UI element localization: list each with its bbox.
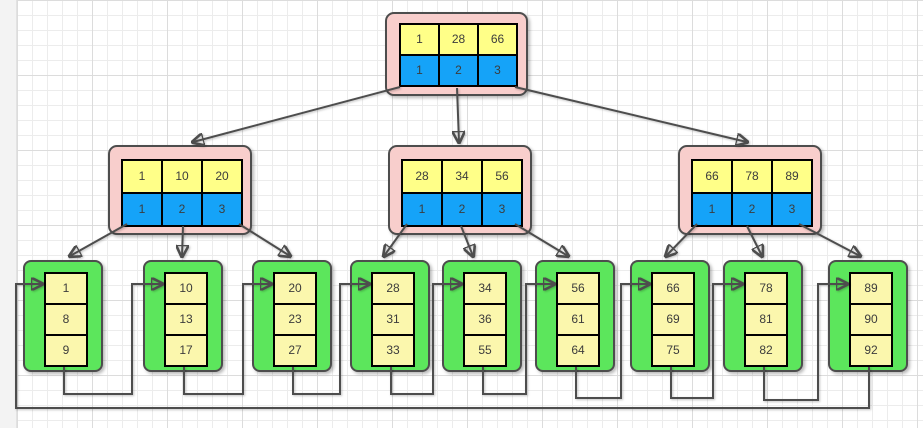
edge-leaf-6-to-leaf-7[interactable] — [670, 284, 742, 399]
key-cell[interactable]: 34 — [441, 159, 483, 194]
internal-key-row: 1 10 20 — [121, 159, 250, 194]
record-cell[interactable]: 28 — [371, 272, 415, 305]
record-cell[interactable]: 17 — [164, 334, 208, 367]
record-cell[interactable]: 23 — [273, 303, 317, 336]
pointer-cell[interactable]: 1 — [401, 192, 443, 227]
edge-root-to-internal-0[interactable] — [193, 86, 401, 142]
internal-key-row: 66 78 89 — [691, 159, 820, 194]
internal-pointer-row: 1 2 3 — [121, 192, 250, 227]
pointer-cell[interactable]: 2 — [161, 192, 203, 227]
key-cell[interactable]: 1 — [121, 159, 163, 194]
key-cell[interactable]: 1 — [399, 23, 440, 56]
leaf-node-6[interactable]: 66 69 75 — [630, 260, 710, 372]
edge-root-to-internal-2[interactable] — [514, 86, 747, 142]
edge-leaf-3-to-leaf-4[interactable] — [390, 284, 461, 395]
leaf-node-0[interactable]: 1 8 9 — [23, 260, 103, 372]
record-cell[interactable]: 92 — [849, 334, 893, 367]
edge-internal-0-to-leaf-0[interactable] — [70, 223, 128, 256]
record-cell[interactable]: 64 — [556, 334, 600, 367]
record-cell[interactable]: 61 — [556, 303, 600, 336]
edge-leaf-1-to-leaf-2[interactable] — [183, 284, 271, 395]
leaf-node-8[interactable]: 89 90 92 — [828, 260, 908, 372]
key-cell[interactable]: 56 — [481, 159, 523, 194]
leaf-node-3[interactable]: 28 31 33 — [350, 260, 430, 372]
key-cell[interactable]: 66 — [691, 159, 733, 194]
leaf-node-2[interactable]: 20 23 27 — [252, 260, 332, 372]
edge-internal-1-to-leaf-4[interactable] — [460, 225, 473, 256]
leaf-node-1[interactable]: 10 13 17 — [143, 260, 223, 372]
pointer-cell[interactable]: 2 — [438, 54, 479, 87]
record-cell[interactable]: 31 — [371, 303, 415, 336]
root-pointer-row: 1 2 3 — [399, 54, 526, 87]
root-key-row: 1 28 66 — [399, 23, 526, 56]
internal-key-row: 28 34 56 — [401, 159, 530, 194]
key-cell[interactable]: 66 — [477, 23, 518, 56]
record-cell[interactable]: 36 — [463, 303, 507, 336]
pointer-cell[interactable]: 1 — [691, 192, 733, 227]
record-cell[interactable]: 13 — [164, 303, 208, 336]
record-cell[interactable]: 27 — [273, 334, 317, 367]
edge-internal-2-to-leaf-8[interactable] — [798, 223, 860, 256]
edge-leaf-0-to-leaf-1[interactable] — [63, 284, 162, 395]
edge-leaf-4-to-leaf-5[interactable] — [482, 284, 554, 395]
pointer-cell[interactable]: 1 — [399, 54, 440, 87]
key-cell[interactable]: 10 — [161, 159, 203, 194]
record-cell[interactable]: 90 — [849, 303, 893, 336]
canvas-margin — [0, 0, 17, 428]
internal-pointer-row: 1 2 3 — [401, 192, 530, 227]
record-cell[interactable]: 1 — [44, 272, 88, 305]
edge-internal-1-to-leaf-5[interactable] — [514, 223, 568, 256]
pointer-cell[interactable]: 3 — [201, 192, 243, 227]
record-cell[interactable]: 10 — [164, 272, 208, 305]
edge-leaf-8-to-leaf-0[interactable] — [15, 284, 870, 409]
leaf-node-5[interactable]: 56 61 64 — [535, 260, 615, 372]
record-cell[interactable]: 9 — [44, 334, 88, 367]
record-cell[interactable]: 75 — [651, 334, 695, 367]
record-cell[interactable]: 33 — [371, 334, 415, 367]
pointer-cell[interactable]: 3 — [771, 192, 813, 227]
pointer-cell[interactable]: 3 — [477, 54, 518, 87]
key-cell[interactable]: 89 — [771, 159, 813, 194]
internal-node-2[interactable]: 66 78 89 1 2 3 — [678, 145, 822, 235]
edge-internal-2-to-leaf-6[interactable] — [666, 223, 698, 256]
record-cell[interactable]: 78 — [744, 272, 788, 305]
root-node[interactable]: 1 28 66 1 2 3 — [385, 12, 528, 96]
pointer-cell[interactable]: 2 — [441, 192, 483, 227]
record-cell[interactable]: 81 — [744, 303, 788, 336]
edge-root-to-internal-1[interactable] — [457, 87, 459, 142]
edge-internal-0-to-leaf-1[interactable] — [182, 225, 183, 256]
record-cell[interactable]: 56 — [556, 272, 600, 305]
key-cell[interactable]: 28 — [438, 23, 479, 56]
internal-node-1[interactable]: 28 34 56 1 2 3 — [388, 145, 532, 235]
edge-internal-2-to-leaf-7[interactable] — [746, 225, 762, 256]
record-cell[interactable]: 66 — [651, 272, 695, 305]
leaf-node-4[interactable]: 34 36 55 — [442, 260, 522, 372]
pointer-cell[interactable]: 2 — [731, 192, 773, 227]
edge-leaf-7-to-leaf-8[interactable] — [763, 284, 847, 401]
record-cell[interactable]: 69 — [651, 303, 695, 336]
edge-leaf-2-to-leaf-3[interactable] — [292, 284, 369, 395]
pointer-cell[interactable]: 3 — [481, 192, 523, 227]
internal-pointer-row: 1 2 3 — [691, 192, 820, 227]
record-cell[interactable]: 34 — [463, 272, 507, 305]
key-cell[interactable]: 78 — [731, 159, 773, 194]
edge-internal-1-to-leaf-3[interactable] — [384, 223, 408, 256]
edge-internal-0-to-leaf-2[interactable] — [238, 223, 290, 256]
record-cell[interactable]: 20 — [273, 272, 317, 305]
pointer-cell[interactable]: 1 — [121, 192, 163, 227]
record-cell[interactable]: 89 — [849, 272, 893, 305]
key-cell[interactable]: 20 — [201, 159, 243, 194]
record-cell[interactable]: 55 — [463, 334, 507, 367]
edge-leaf-5-to-leaf-6[interactable] — [575, 284, 649, 399]
leaf-node-7[interactable]: 78 81 82 — [723, 260, 803, 372]
record-cell[interactable]: 82 — [744, 334, 788, 367]
record-cell[interactable]: 8 — [44, 303, 88, 336]
internal-node-0[interactable]: 1 10 20 1 2 3 — [108, 145, 252, 235]
key-cell[interactable]: 28 — [401, 159, 443, 194]
